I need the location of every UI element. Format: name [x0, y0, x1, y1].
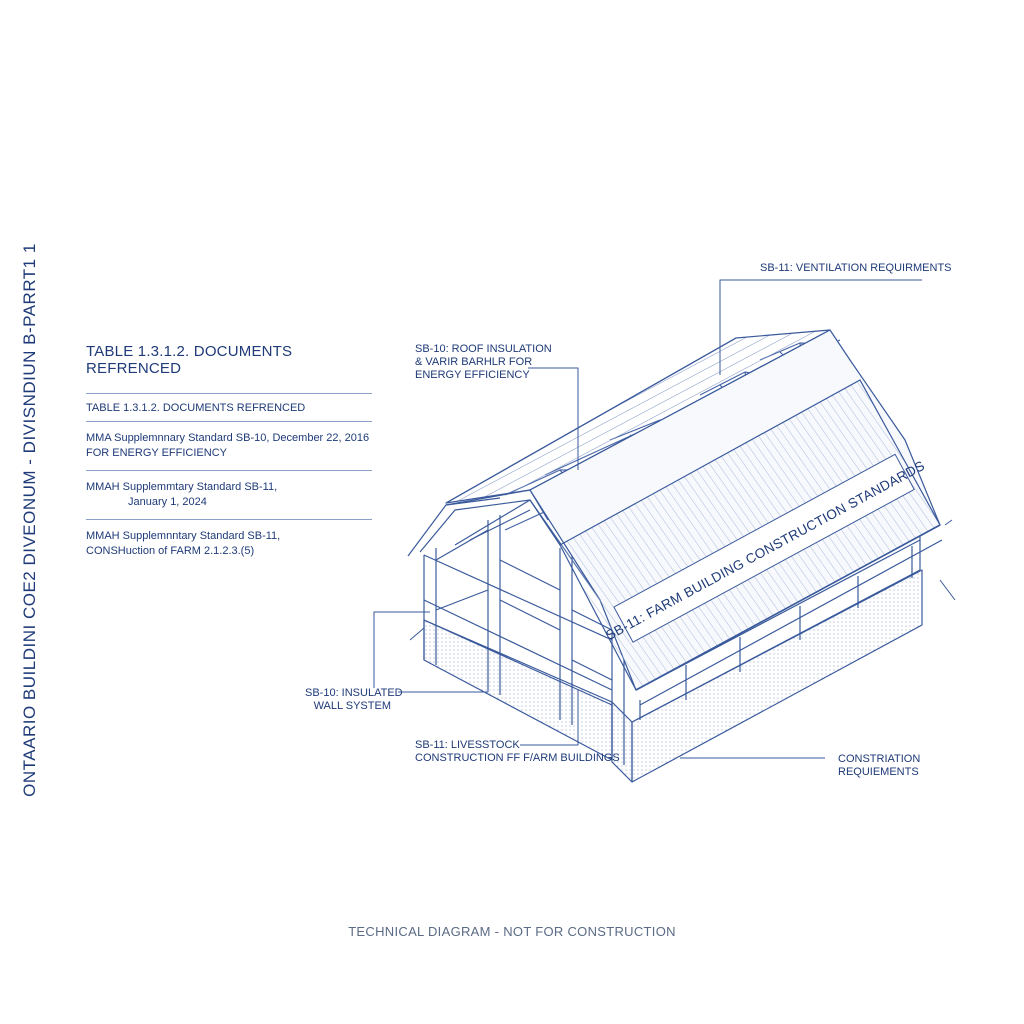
entry-2-line1: MMAH Supplemmtary Standard SB-11,	[86, 481, 278, 493]
leader-ventilation	[719, 279, 922, 375]
callout-livestock: SB-11: LIVESSTOCK CONSTRUCTION FF F/ARM …	[415, 739, 620, 765]
leader-livestock	[520, 690, 579, 746]
callout-wall-system: SB-10: INSULATED WALL SYSTEM	[305, 687, 403, 713]
callout-roof-insulation: SB-10: ROOF INSULATION & VARIR BARHLR FO…	[415, 343, 552, 382]
entry-1-line2: FOR ENERGY EFFICIENCY	[86, 447, 227, 459]
callout-livestock-line1: SB-11: LIVESSTOCK	[415, 739, 520, 751]
callout-livestock-line2: CONSTRUCTION FF F/ARM BUILDINGS	[415, 752, 620, 764]
entry-3-line1: MMAH Supplemnntary Standard SB-11,	[86, 530, 281, 542]
table-title: TABLE 1.3.1.2. DOCUMENTS REFRENCED	[86, 343, 293, 377]
table-entry-2: MMAH Supplemmtary Standard SB-11, Januar…	[86, 471, 372, 519]
table-divider	[86, 519, 372, 520]
leader-wall	[373, 611, 430, 688]
callout-constr-line1: CONSTRIATION	[838, 753, 921, 765]
callout-ventilation-text: SB-11: VENTILATION REQUIRMENTS	[760, 262, 952, 274]
callout-constr-line2: REQUIEMENTS	[838, 766, 919, 778]
table-subtitle: TABLE 1.3.1.2. DOCUMENTS REFRENCED	[86, 402, 306, 414]
table-entry-3: MMAH Supplemnntary Standard SB-11, CONSH…	[86, 520, 372, 568]
callout-ventilation: SB-11: VENTILATION REQUIRMENTS	[760, 262, 952, 275]
callout-wall-line2: WALL SYSTEM	[313, 700, 391, 712]
documents-referenced-table: TABLE 1.3.1.2. DOCUMENTS REFRENCED TABLE…	[86, 343, 372, 568]
callout-roof-line1: SB-10: ROOF INSULATION	[415, 343, 552, 355]
table-divider	[86, 421, 372, 422]
footer-disclaimer: TECHNICAL DIAGRAM - NOT FOR CONSTRUCTION	[348, 924, 676, 939]
callout-roof-line3: ENERGY EFFICIENCY	[415, 369, 530, 381]
leader-roof	[528, 367, 579, 470]
table-divider	[86, 470, 372, 471]
table-divider	[86, 393, 372, 394]
roof-banner-frame	[613, 453, 915, 643]
leader-wall-2	[398, 605, 489, 693]
callout-wall-line1: SB-10: INSULATED	[305, 687, 403, 699]
entry-3-line2: CONSHuction of FARM 2.1.2.3.(5)	[86, 545, 255, 557]
entry-2-line2: January 1, 2024	[128, 496, 207, 508]
table-entry-1: MMA Supplemnnary Standard SB-10, Decembe…	[86, 422, 372, 470]
entry-1-line1: MMA Supplemnnary Standard SB-10, Decembe…	[86, 432, 370, 444]
callout-construction-requirements: CONSTRIATION REQUIEMENTS	[838, 753, 920, 779]
callout-leaders	[373, 279, 956, 759]
callout-roof-line2: & VARIR BARHLR FOR	[415, 356, 533, 368]
